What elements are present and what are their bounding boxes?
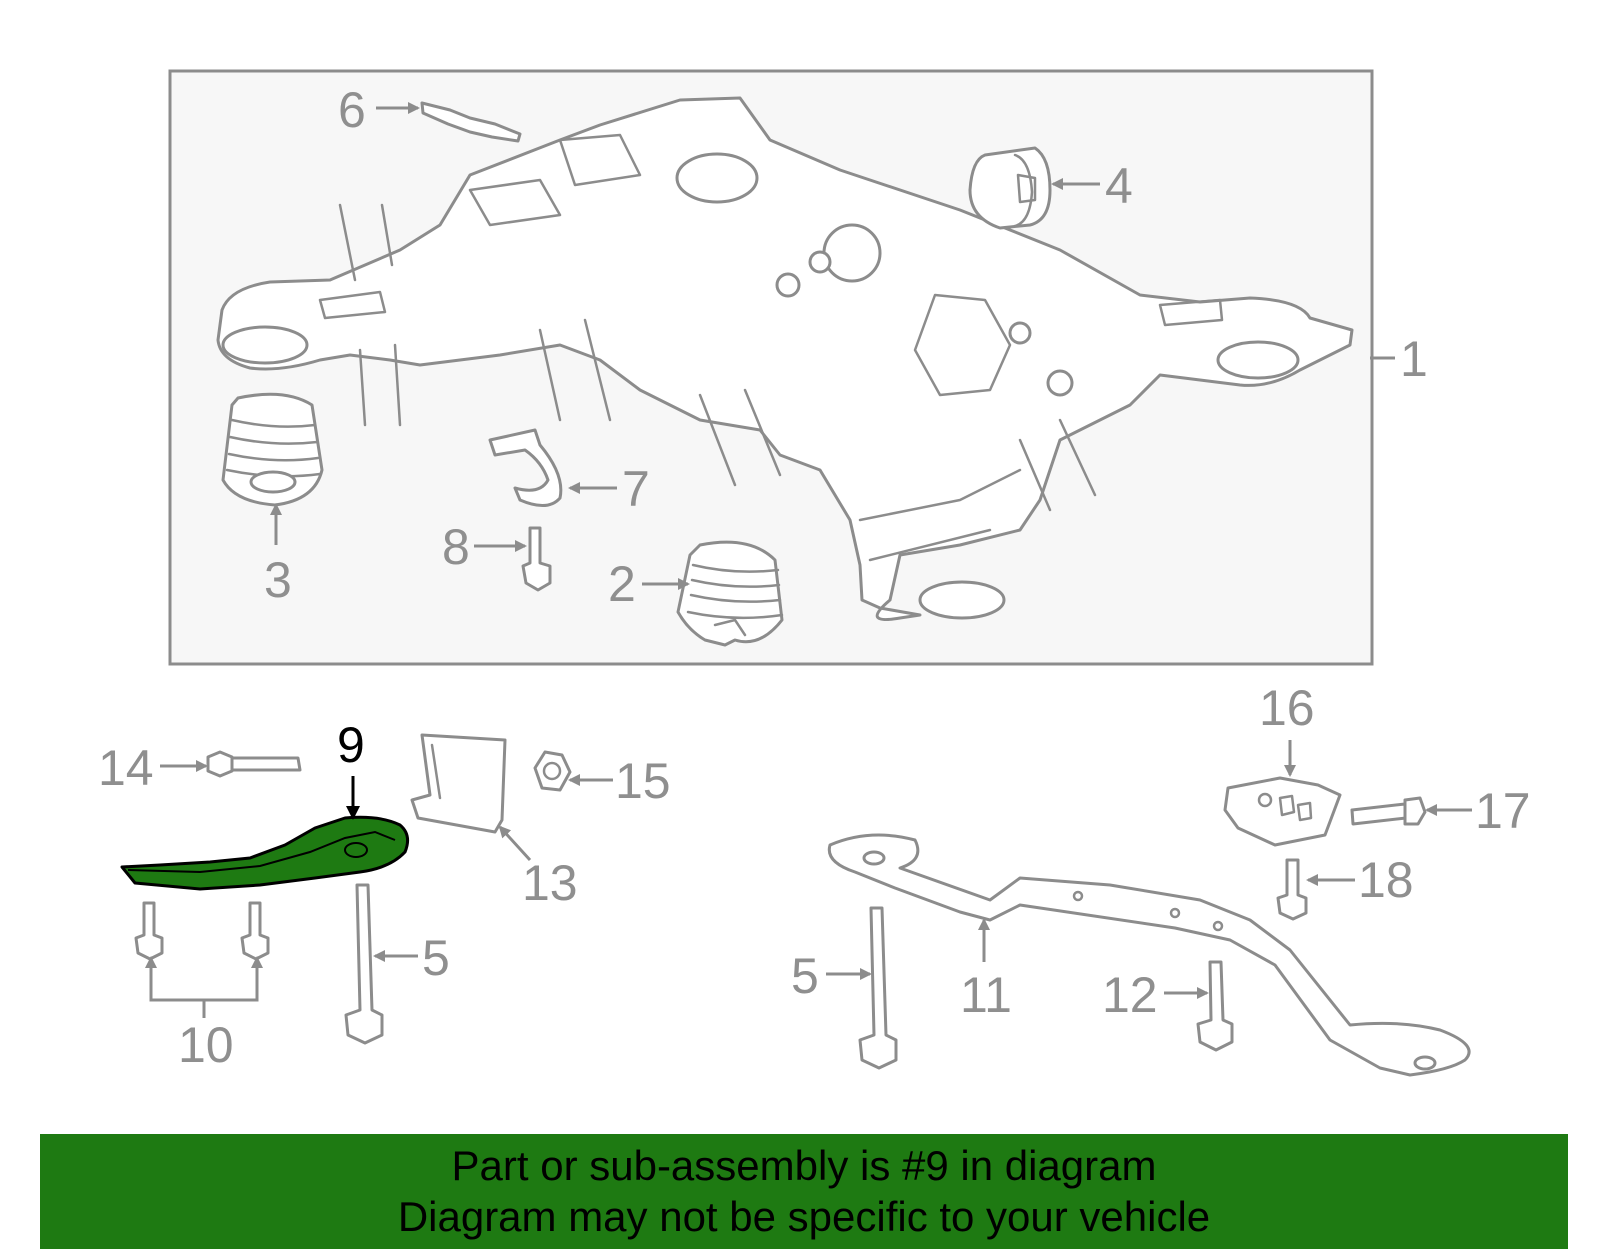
callout-4: 4 — [1105, 158, 1133, 214]
callout-14: 14 — [98, 740, 154, 796]
callout-16: 16 — [1259, 680, 1315, 736]
part-8-bolt[interactable] — [521, 526, 552, 592]
callout-10: 10 — [178, 1017, 234, 1073]
callout-6: 6 — [338, 82, 366, 138]
callout-7: 7 — [622, 461, 650, 517]
callout-17: 17 — [1475, 783, 1531, 839]
callout-8: 8 — [442, 519, 470, 575]
part-5-bolt-left[interactable] — [344, 883, 384, 1045]
callout-5-left: 5 — [422, 930, 450, 986]
part-10-bolts[interactable] — [134, 901, 270, 961]
part-1-crossmember[interactable] — [216, 96, 1354, 621]
part-16-bracket[interactable] — [1223, 776, 1342, 847]
part-15-nut[interactable] — [533, 750, 572, 792]
part-3-bushing[interactable] — [221, 392, 324, 507]
callout-11: 11 — [960, 967, 1012, 1023]
info-banner: Part or sub-assembly is #9 in diagram Di… — [40, 1134, 1568, 1249]
callout-labels: 1 2 3 4 5 6 7 8 9 10 11 12 13 14 15 16 1… — [98, 82, 1531, 1073]
leader-lines — [145, 102, 1472, 1018]
part-9-control-arm[interactable] — [120, 815, 410, 891]
part-5-bolt-right[interactable] — [858, 906, 898, 1070]
callout-15: 15 — [615, 753, 671, 809]
part-14-bolt[interactable] — [206, 750, 302, 778]
part-7-clip[interactable] — [488, 428, 563, 507]
callout-5-right: 5 — [791, 948, 819, 1004]
callout-3: 3 — [264, 552, 292, 608]
callout-13: 13 — [522, 855, 578, 911]
part-13-bracket[interactable] — [410, 733, 507, 834]
part-2-bushing[interactable] — [676, 540, 784, 647]
banner-line-1: Part or sub-assembly is #9 in diagram — [451, 1142, 1157, 1189]
callout-2: 2 — [608, 556, 636, 612]
callout-1: 1 — [1400, 331, 1428, 387]
part-4-mount[interactable] — [968, 146, 1052, 230]
callout-18: 18 — [1358, 852, 1414, 908]
part-17-bolt[interactable] — [1350, 796, 1427, 826]
callout-9: 9 — [337, 717, 365, 773]
part-18-bolt[interactable] — [1276, 858, 1308, 921]
part-6-stud[interactable] — [420, 101, 522, 143]
part-12-bolt[interactable] — [1196, 960, 1234, 1052]
callout-12: 12 — [1102, 967, 1158, 1023]
part-11-brace[interactable] — [827, 833, 1471, 1077]
banner-line-2: Diagram may not be specific to your vehi… — [397, 1193, 1211, 1240]
